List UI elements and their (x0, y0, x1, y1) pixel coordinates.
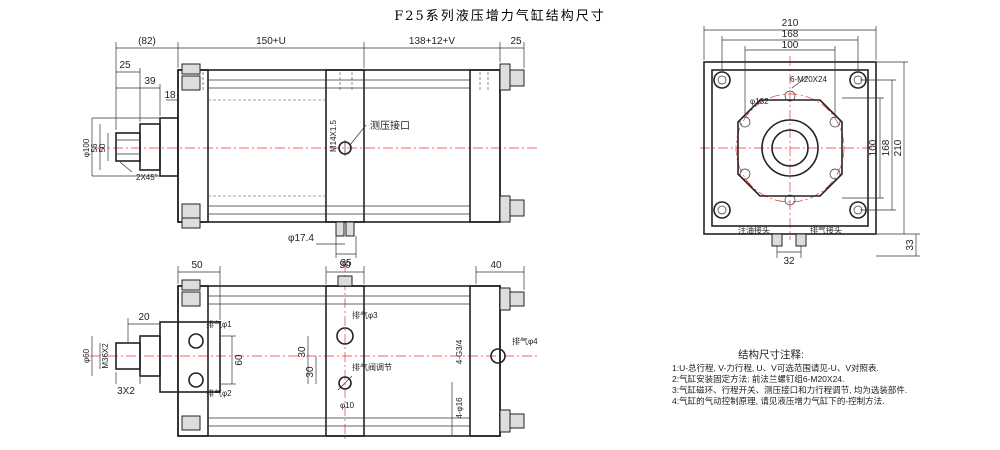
dim-phi17-4: φ17.4 (288, 233, 314, 244)
dim-56: 56 (90, 143, 99, 152)
dim-m36x2: M36X2 (101, 343, 110, 369)
dim-40: 40 (490, 260, 502, 271)
front-view (90, 262, 540, 440)
dim-168-side: 168 (881, 139, 892, 156)
dim-6-m20x24: 6-M20X24 (790, 75, 827, 84)
dim-3x2: 3X2 (117, 386, 135, 397)
drawing-title: F25系列液压增力气缸结构尺寸 (394, 8, 606, 24)
dim-2x45: 2X45° (136, 173, 158, 182)
dim-30-a: 30 (297, 346, 308, 358)
dim-60: 60 (234, 354, 245, 366)
dim-82: (82) (138, 36, 156, 47)
dim-39: 39 (144, 76, 156, 87)
note-2: 2:气缸安装固定方法: 前法兰螺钉组6-M20X24. (672, 374, 844, 384)
top-view-dimensions (91, 42, 525, 258)
dim-phi60: φ60 (82, 348, 91, 363)
dim-4-g3-4: 4-G3/4 (455, 339, 464, 364)
label-oil-fitting: 注油接头 (738, 225, 770, 235)
label-pressure-port: 测压接口 (370, 119, 410, 132)
label-vent-3: 排气φ3 (352, 310, 378, 320)
label-vent-fitting: 排气接头 (810, 225, 842, 235)
dim-50-mid: 50 (339, 260, 351, 271)
label-m14x1-5: M14X1.5 (329, 119, 338, 152)
dim-25-left: 25 (119, 60, 131, 71)
dim-150-u: 150+U (256, 36, 286, 47)
label-vent-1: 排气φ1 (206, 319, 232, 329)
dim-100-top: 100 (782, 40, 799, 51)
side-view (700, 56, 880, 247)
dim-30-b: 30 (305, 366, 316, 378)
dim-50: 50 (98, 143, 107, 152)
top-view (95, 63, 540, 237)
dim-35: 35 (340, 258, 352, 269)
notes-block: 结构尺寸注释: 1:U-总行程, V-力行程, U、V可选范围请见-U、V对照表… (672, 348, 907, 406)
dim-50-left: 50 (191, 260, 203, 271)
dim-32: 32 (783, 256, 795, 267)
dim-33: 33 (905, 239, 916, 251)
dim-18: 18 (164, 90, 176, 101)
note-1: 1:U-总行程, V-力行程, U、V可选范围请见-U、V对照表. (672, 363, 879, 373)
dim-168-top: 168 (782, 29, 799, 40)
label-vent-2: 排气φ2 (206, 388, 232, 398)
label-vent-4: 排气φ4 (512, 336, 538, 346)
note-4: 4:气缸的气动控制原理, 请见液压增力气缸下的-控制方法. (672, 396, 885, 406)
dim-210-top: 210 (782, 18, 799, 29)
dim-20: 20 (138, 312, 150, 323)
notes-heading: 结构尺寸注释: (738, 348, 804, 361)
dim-100-side: 100 (868, 139, 879, 156)
label-valve-adjust: 排气阀调节 (352, 362, 392, 372)
side-view-dimensions (703, 26, 920, 258)
dim-phi100: φ100 (82, 138, 91, 157)
dim-210-side: 210 (893, 139, 904, 156)
note-3: 3:气缸磁环、行程开关、测压接口和力行程调节, 均为选装部件. (672, 385, 907, 395)
front-view-dimensions (91, 266, 525, 436)
dim-25-top: 25 (510, 36, 522, 47)
dim-4-phi16: 4-φ16 (455, 397, 464, 419)
dim-138-12-v: 138+12+V (409, 36, 455, 47)
label-phi10: φ10 (340, 401, 355, 410)
dim-phi132: φ132 (750, 97, 769, 106)
